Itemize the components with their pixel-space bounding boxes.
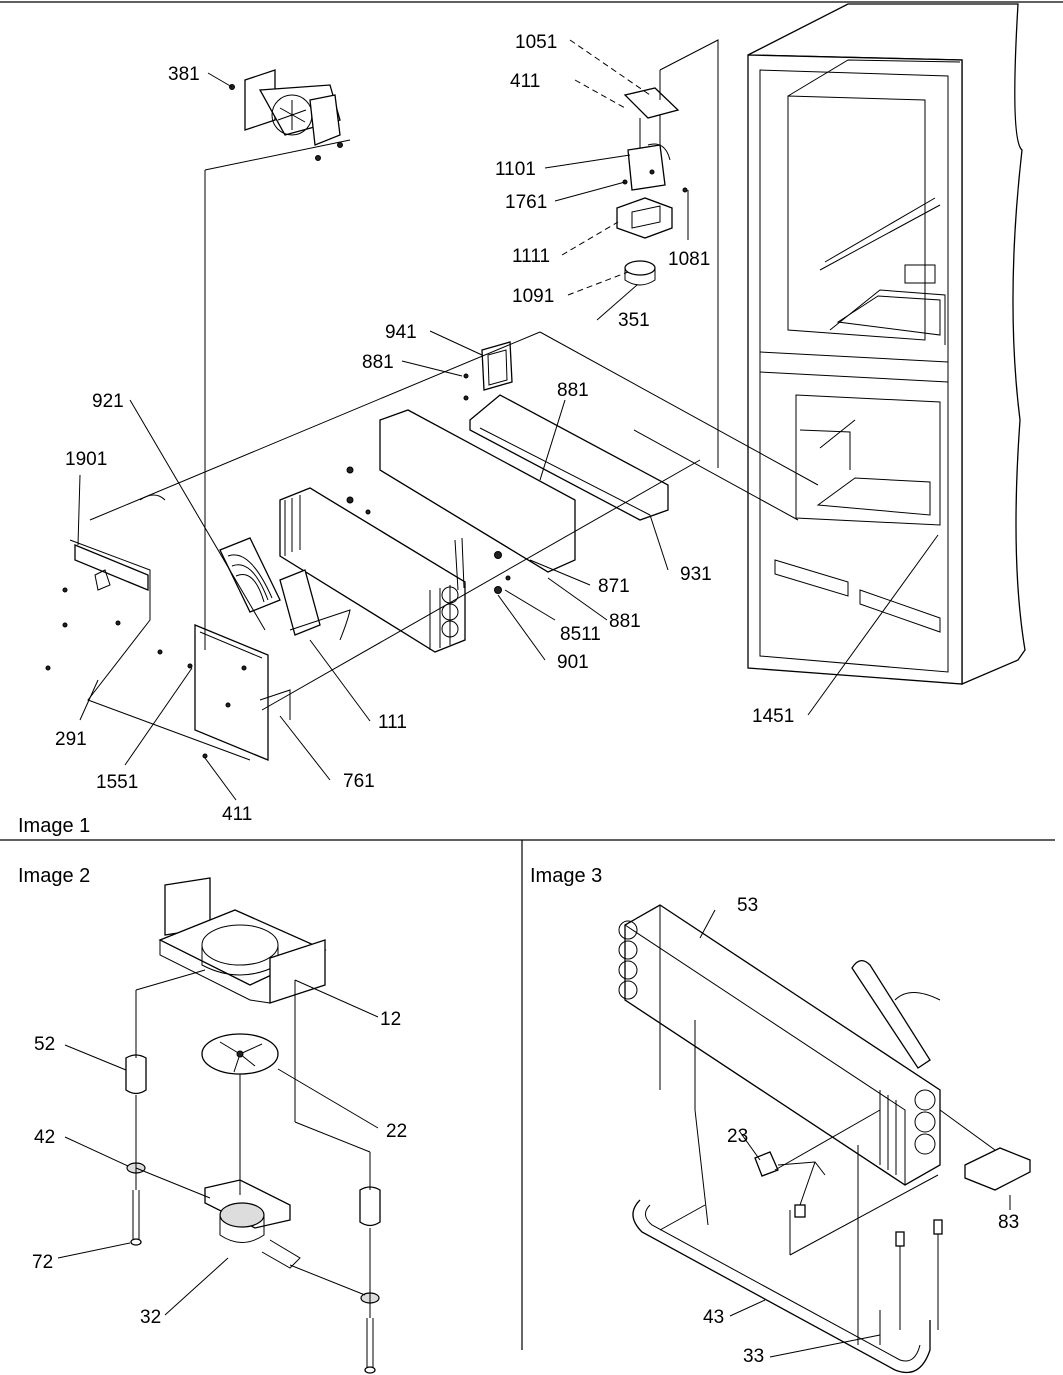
screw-72-b	[366, 1318, 374, 1368]
callout-1051: 1051	[515, 32, 557, 53]
screw-72-b-head	[364, 1366, 376, 1374]
callout-32: 32	[140, 1307, 161, 1328]
cabinet-liner	[747, 3, 1026, 685]
callout-881-b: 881	[557, 380, 589, 401]
callout-23: 23	[727, 1126, 748, 1147]
fan-shroud-921	[219, 537, 351, 641]
callout-72: 72	[32, 1252, 53, 1273]
defrost-heater-43	[632, 1199, 931, 1374]
callout-1101: 1101	[495, 159, 536, 180]
callout-42: 42	[34, 1127, 55, 1148]
callout-8511: 8511	[560, 624, 601, 645]
terminal-block-83	[964, 1147, 1031, 1191]
callout-22: 22	[386, 1121, 407, 1142]
callout-1761: 1761	[505, 192, 547, 213]
callout-52: 52	[34, 1034, 55, 1055]
callouts-image-2: 12 52 22 42 72 32	[32, 1009, 407, 1328]
evaporator-duct-931	[346, 394, 669, 594]
callout-43: 43	[703, 1307, 724, 1328]
leader-lines-image-3	[694, 909, 1011, 1358]
callout-1451: 1451	[752, 706, 794, 727]
fan-bracket-381	[229, 69, 343, 161]
callout-931: 931	[680, 564, 712, 585]
caption-image-2: Image 2	[18, 865, 90, 887]
leader-lines-image-2	[57, 969, 379, 1318]
callout-1551: 1551	[96, 772, 138, 793]
callout-941: 941	[385, 322, 417, 343]
callout-881-a: 881	[362, 352, 394, 373]
callout-881-c: 881	[609, 611, 641, 632]
callout-291: 291	[55, 729, 87, 750]
callout-761: 761	[343, 771, 375, 792]
callouts-image-3: 53 23 83 43 33	[703, 895, 1019, 1367]
image-2-drawing	[57, 877, 381, 1374]
callout-53: 53	[737, 895, 758, 916]
screw-72-a	[132, 1190, 140, 1240]
fan-bracket-12	[158, 877, 327, 1004]
thermostat-23	[754, 1151, 826, 1218]
bracket-941	[463, 341, 513, 401]
callout-411-bottom: 411	[222, 804, 252, 825]
image-3-drawing	[618, 904, 1031, 1374]
wire-terminal-a	[895, 1231, 905, 1247]
damper-assembly	[616, 39, 719, 468]
caption-image-3: Image 3	[530, 865, 602, 887]
callout-111: 111	[378, 712, 407, 733]
callout-351: 351	[618, 310, 650, 331]
fan-motor-32	[204, 1179, 301, 1269]
screw-72-a-head	[130, 1238, 142, 1246]
leader-lines-image-1	[77, 39, 939, 801]
callout-12: 12	[380, 1009, 401, 1030]
callout-83: 83	[998, 1212, 1019, 1233]
callout-1081: 1081	[668, 249, 710, 270]
evaporator-coil-111	[279, 487, 466, 653]
back-panel-291	[45, 494, 251, 761]
callout-33: 33	[743, 1346, 764, 1367]
callout-871: 871	[598, 576, 630, 597]
grommet-52-a	[125, 1054, 147, 1095]
evaporator-53	[618, 904, 941, 1186]
callout-921: 921	[92, 391, 124, 412]
callout-1111: 1111	[512, 246, 550, 267]
caption-image-1: Image 1	[18, 815, 90, 837]
cover-761	[187, 624, 291, 761]
wire-terminal-b	[933, 1219, 943, 1235]
image-1-drawing	[45, 3, 1026, 801]
callout-901: 901	[557, 652, 589, 673]
wire-leads	[899, 1225, 939, 1330]
callout-1901: 1901	[65, 449, 107, 470]
fan-blade-22	[201, 1033, 279, 1075]
grommet-52-b	[359, 1186, 381, 1227]
callout-411-top: 411	[510, 71, 540, 92]
callout-381: 381	[168, 64, 200, 85]
callouts-image-1: 381 1051 411 1101 1761 1111 1081 1091 35…	[55, 32, 794, 825]
callout-1091: 1091	[512, 286, 554, 307]
